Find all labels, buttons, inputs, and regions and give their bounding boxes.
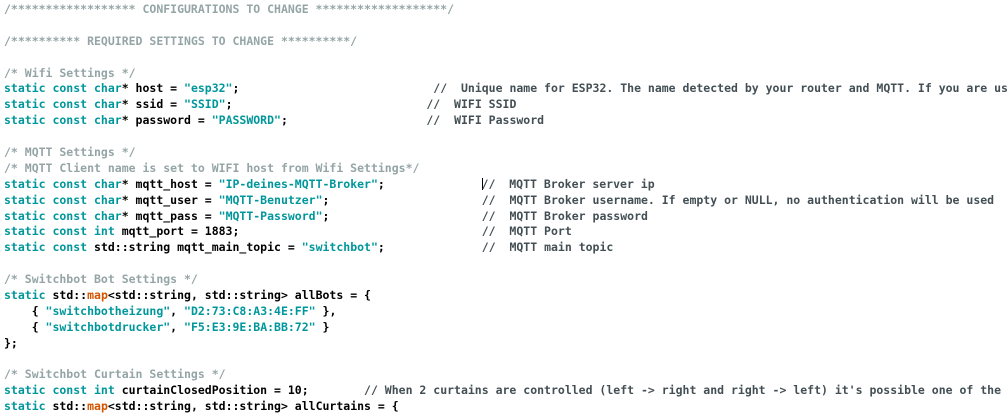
code-segment-kw: static const char [4, 176, 122, 191]
code-line: static const char* mqtt_host = "IP-deine… [4, 177, 1007, 193]
code-segment-pl: , [170, 303, 185, 318]
code-line [4, 352, 1007, 368]
code-segment-lc: // MQTT Port [481, 224, 572, 239]
code-segment-bc: /* Wifi Settings */ [4, 65, 136, 80]
code-segment-pl: ; [232, 81, 434, 96]
code-segment-kw: static const int [4, 224, 115, 239]
code-segment-lc: // When 2 curtains are controlled (left … [364, 383, 1007, 398]
code-segment-pl: std::string mqtt_main_topic = [87, 240, 302, 255]
code-segment-pl: * password = [121, 113, 212, 128]
code-line: /****************** CONFIGURATIONS TO CH… [4, 2, 1007, 18]
code-segment-str: "switchbot" [301, 240, 378, 255]
text-cursor [481, 177, 483, 190]
code-segment-bc: /* Switchbot Curtain Settings */ [4, 367, 226, 382]
code-segment-bc: /* MQTT Client name is set to WIFI host … [4, 160, 420, 175]
code-segment-pl: <std::string, std::string> allCurtains =… [107, 399, 399, 414]
code-line: /* Switchbot Bot Settings */ [4, 272, 1007, 288]
code-segment-kw: static const char [4, 97, 122, 112]
code-segment-pl: ; [377, 176, 482, 191]
code-segment-pl: std:: [45, 399, 88, 414]
code-segment-pl: * mqtt_host = [121, 176, 219, 191]
code-segment-pl: std:: [45, 288, 88, 303]
code-segment-kw: static [4, 399, 46, 414]
code-segment-str: "switchbotdrucker" [45, 319, 171, 334]
code-line: static std::map<std::string, std::string… [4, 288, 1007, 304]
code-line: }; [4, 336, 1007, 352]
code-segment-kw: static const char [4, 208, 122, 223]
code-segment-kw: static [4, 288, 46, 303]
code-segment-lc: // MQTT Broker username. If empty or NUL… [481, 192, 995, 207]
code-segment-fn: map [87, 288, 108, 303]
code-segment-str: "IP-deines-MQTT-Broker" [218, 176, 378, 191]
code-line: static const char* host = "esp32"; // Un… [4, 81, 1007, 97]
code-segment-pl: ; [322, 208, 482, 223]
code-segment-pl: { [4, 303, 46, 318]
code-segment-str: "MQTT-Benutzer" [218, 192, 323, 207]
code-segment-bc: /****************** CONFIGURATIONS TO CH… [4, 2, 455, 16]
code-segment-pl: ; [377, 240, 482, 255]
code-line: static const char* ssid = "SSID"; // WIF… [4, 97, 1007, 113]
code-segment-kw: static const char [4, 192, 122, 207]
code-segment-kw: static const char [4, 81, 122, 96]
code-line [4, 50, 1007, 66]
code-line: static const char* mqtt_pass = "MQTT-Pas… [4, 209, 1007, 225]
code-segment-pl: }; [4, 335, 18, 350]
code-segment-pl: { [4, 319, 46, 334]
code-line: /* Wifi Settings */ [4, 66, 1007, 82]
code-segment-lc: // MQTT Broker password [481, 208, 648, 223]
code-segment-pl: } [315, 319, 330, 334]
code-segment-lc: // MQTT main topic [481, 240, 614, 255]
code-segment-lc: // MQTT Broker server ip [481, 176, 655, 191]
code-segment-kw: static const int [4, 383, 115, 398]
code-segment-pl: mqtt_port = 1883; [114, 224, 482, 239]
code-line: static const std::string mqtt_main_topic… [4, 240, 1007, 256]
code-segment-fn: map [87, 399, 108, 414]
code-segment-pl: ; [280, 113, 427, 128]
code-segment-pl: }, [315, 303, 337, 318]
code-segment-pl: , [170, 319, 185, 334]
code-segment-pl: * mqtt_user = [121, 192, 219, 207]
code-segment-bc: /* Switchbot Bot Settings */ [4, 272, 198, 287]
code-line: /********** REQUIRED SETTINGS TO CHANGE … [4, 34, 1007, 50]
code-segment-pl: ; [322, 192, 482, 207]
code-line: static const int mqtt_port = 1883; // MQ… [4, 224, 1007, 240]
code-line: /* MQTT Client name is set to WIFI host … [4, 161, 1007, 177]
code-segment-str: "PASSWORD" [211, 113, 281, 128]
code-segment-str: "MQTT-Password" [218, 208, 323, 223]
code-segment-pl: curtainClosedPosition = 10; [114, 383, 365, 398]
code-segment-bc: /* MQTT Settings */ [4, 145, 136, 160]
code-line: /* Switchbot Curtain Settings */ [4, 367, 1007, 383]
code-segment-lc: // Unique name for ESP32. The name detec… [433, 81, 1007, 96]
code-segment-bc: /********** REQUIRED SETTINGS TO CHANGE … [4, 33, 358, 48]
code-line [4, 256, 1007, 272]
code-segment-pl: * ssid = [121, 97, 185, 112]
code-line: static const char* password = "PASSWORD"… [4, 113, 1007, 129]
code-segment-kw: static const char [4, 113, 122, 128]
code-line [4, 129, 1007, 145]
code-line: static std::map<std::string, std::string… [4, 399, 1007, 415]
code-segment-pl: <std::string, std::string> allBots = { [107, 288, 371, 303]
code-line: static const int curtainClosedPosition =… [4, 383, 1007, 399]
code-segment-pl: * host = [121, 81, 185, 96]
code-segment-pl: * mqtt_pass = [121, 208, 219, 223]
code-segment-str: "switchbotheizung" [45, 303, 171, 318]
code-line: static const char* mqtt_user = "MQTT-Ben… [4, 193, 1007, 209]
code-line: /* MQTT Settings */ [4, 145, 1007, 161]
code-segment-lc: // WIFI SSID [426, 97, 517, 112]
code-segment-kw: static const [4, 240, 88, 255]
code-segment-str: "F5:E3:9E:BA:BB:72" [184, 319, 316, 334]
code-segment-pl: ; [225, 97, 427, 112]
code-segment-str: "D2:73:C8:A3:4E:FF" [184, 303, 316, 318]
code-line: { "switchbotheizung", "D2:73:C8:A3:4E:FF… [4, 304, 1007, 320]
code-segment-str: "SSID" [184, 97, 226, 112]
code-line [4, 18, 1007, 34]
code-segment-lc: // WIFI Password [426, 113, 545, 128]
code-segment-str: "esp32" [184, 81, 233, 96]
code-line: { "switchbotdrucker", "F5:E3:9E:BA:BB:72… [4, 320, 1007, 336]
